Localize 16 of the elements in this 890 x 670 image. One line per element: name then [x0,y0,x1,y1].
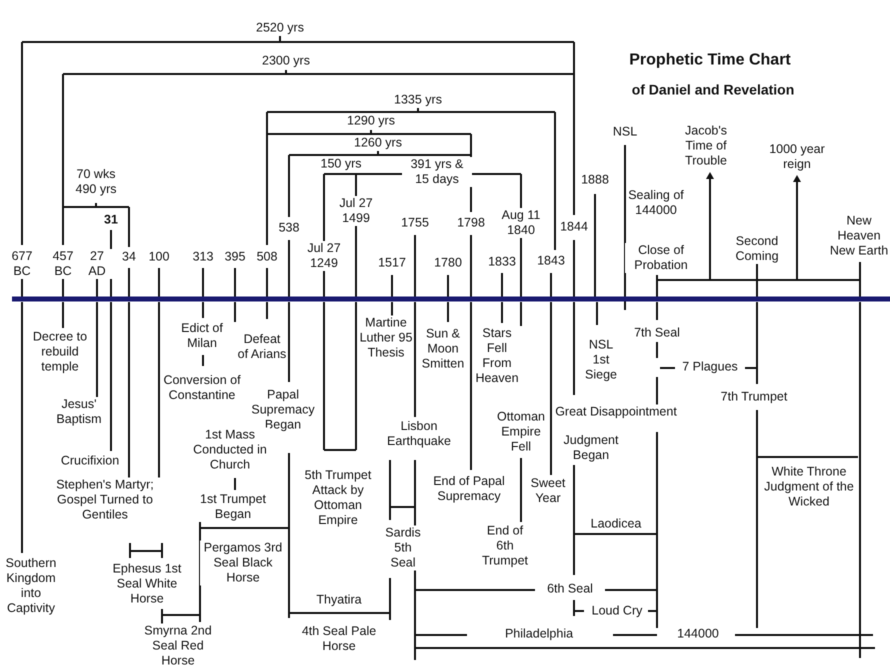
period-label: 2300 yrs [262,54,310,68]
period-label: 2520 yrs [256,20,304,36]
chart-title: Prophetic Time Chart [629,52,791,68]
event-label: Thyatira [316,592,362,608]
period-label: 1290 yrs [347,114,395,128]
event-label: Great Disappointment [555,404,677,420]
period-label: 150 yrs [320,156,362,172]
period-label: 391 yrs & 15 days [402,157,472,187]
subtitle: of Daniel and Revelation [632,82,794,98]
period-label: 1260 yrs [354,136,402,150]
event-label: 7 Plagues [682,360,738,374]
event-label: Loud Cry [592,604,642,618]
period-label: 1335 yrs [394,92,442,108]
event-label: End of 6th Trumpet [479,524,531,568]
event-label: 7th Trumpet [720,390,788,404]
event-label: Philadelphia [504,626,574,642]
